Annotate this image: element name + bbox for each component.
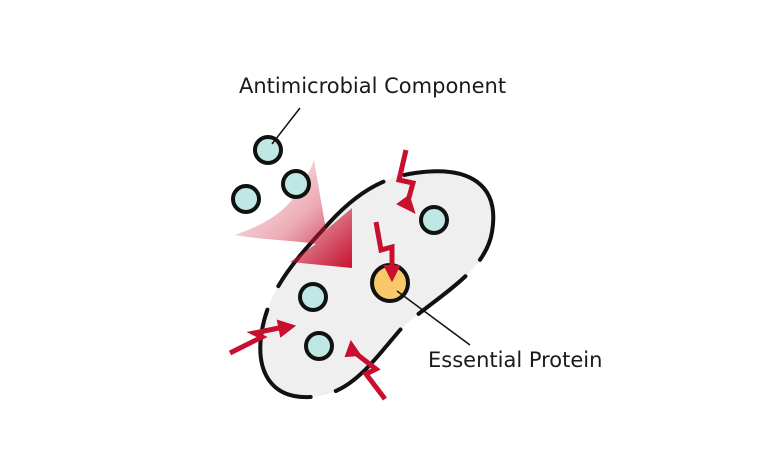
antimicrobial-label: Antimicrobial Component: [239, 74, 506, 98]
particle-icon: [253, 135, 283, 165]
particle-icon: [281, 169, 311, 199]
antimicrobial-leader-line: [271, 107, 301, 145]
particle-icon: [419, 205, 449, 235]
particle-icon: [231, 184, 261, 214]
protein-label: Essential Protein: [428, 348, 602, 372]
internal-particles: [298, 205, 449, 361]
cell-membrane: [258, 169, 496, 400]
lightning-bolt-icon: [228, 319, 297, 356]
particle-icon: [298, 282, 328, 312]
antimicrobial-particles: [231, 135, 311, 214]
attack-bolts: [228, 149, 417, 401]
lightning-bolt-icon: [344, 339, 387, 401]
particle-icon: [304, 331, 334, 361]
entry-arrow-icon: [235, 160, 352, 268]
lightning-bolt-icon: [373, 221, 401, 283]
protein-leader-line: [396, 290, 471, 346]
lightning-bolt-icon: [395, 149, 417, 214]
